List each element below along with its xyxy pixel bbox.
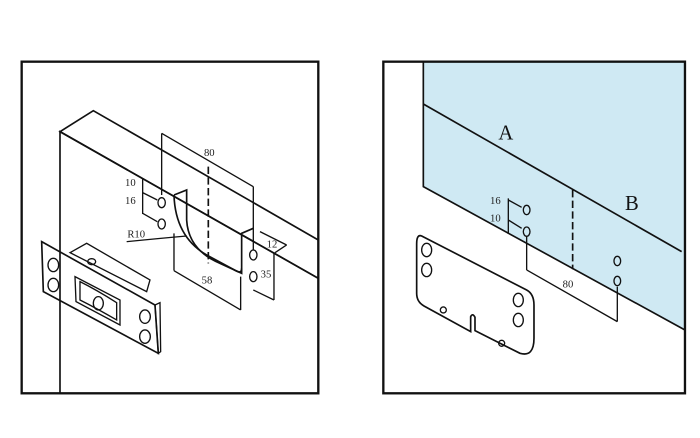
right-panel: A B 16 10 80 [382, 60, 687, 395]
connector-plate [415, 234, 535, 355]
dim-10: 10 [490, 213, 501, 224]
dim-80: 80 [563, 279, 574, 290]
metal-bracket [40, 240, 162, 355]
left-panel-frame [20, 60, 320, 395]
dim-16: 16 [490, 196, 501, 207]
label-a: A [498, 122, 513, 144]
dim-12: 12 [267, 240, 278, 251]
left-panel-background [21, 61, 319, 394]
mounting-holes [522, 204, 622, 287]
left-panel: 80 10 16 R10 12 35 58 [20, 60, 320, 395]
right-panel-frame [382, 60, 687, 395]
panel-surface [423, 61, 685, 330]
dim-16: 16 [125, 196, 136, 207]
dim-35: 35 [261, 269, 272, 280]
dim-r10: R10 [127, 229, 145, 240]
panel-edge [422, 61, 686, 331]
dim-80: 80 [204, 148, 215, 159]
dim-10: 10 [125, 178, 136, 189]
dimension-lines [126, 132, 288, 311]
mounting-holes [157, 196, 258, 283]
dimension-lines [507, 198, 618, 323]
label-b: B [625, 193, 639, 215]
dim-58: 58 [202, 275, 213, 286]
panel-joint-line [422, 103, 683, 253]
notch-outer-edge [173, 194, 243, 273]
